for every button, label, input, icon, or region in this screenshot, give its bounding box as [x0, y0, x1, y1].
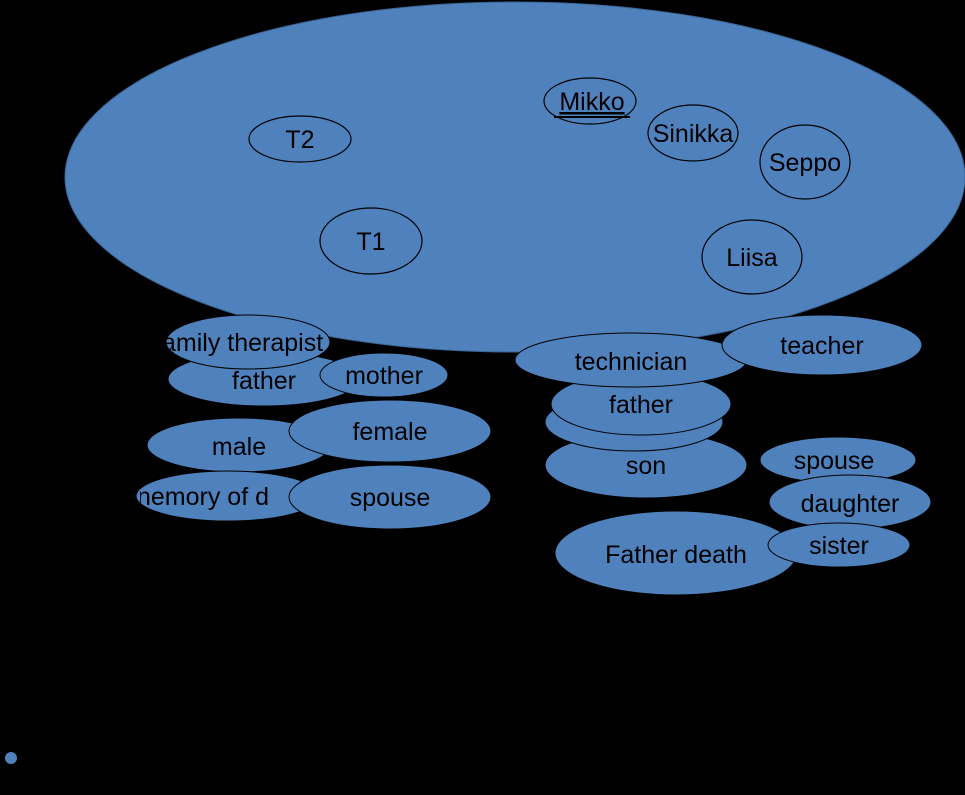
role-teacher: teacher — [721, 314, 923, 376]
role-male-label: male — [212, 433, 266, 461]
role-left-spouse-label: spouse — [350, 484, 431, 512]
role-technician-label: technician — [575, 348, 688, 376]
role-technician: technician — [514, 332, 748, 388]
role-left-father-label: father — [232, 367, 296, 395]
right-role-cluster: son father technician teacher Father dea… — [514, 314, 932, 596]
role-mother: mother — [319, 352, 449, 398]
person-t1-ellipse — [319, 207, 423, 275]
role-male: male — [146, 417, 332, 473]
role-female-ellipse — [288, 399, 492, 463]
role-father-death: Father death — [554, 510, 798, 596]
role-son-label: son — [626, 452, 666, 480]
role-daughter: daughter — [768, 474, 932, 530]
role-right-spouse-label: spouse — [794, 447, 875, 475]
person-mikko-ellipse — [543, 77, 637, 125]
role-sister-label: sister — [809, 532, 869, 560]
role-left-spouse: spouse — [288, 464, 492, 530]
role-right-father-label: father — [609, 391, 673, 419]
role-right-spouse: spouse — [759, 436, 917, 484]
role-family-therapist: amily therapist — [162, 314, 331, 370]
person-seppo-ellipse — [759, 124, 851, 200]
role-family-therapist-ellipse — [165, 314, 331, 370]
person-sinikka: Sinikka — [647, 104, 739, 162]
role-sister-ellipse — [767, 522, 911, 568]
role-memory-label: nemory of d — [137, 483, 269, 511]
role-sister: sister — [767, 522, 911, 568]
role-female: female — [288, 399, 492, 463]
bullet-dot — [5, 752, 17, 764]
person-liisa-label: Liisa — [726, 244, 778, 272]
system-ellipse — [64, 1, 965, 353]
person-liisa-ellipse — [701, 219, 803, 295]
role-family-therapist-label: amily therapist — [162, 329, 323, 357]
role-daughter-label: daughter — [801, 490, 900, 518]
person-t2: T2 — [248, 115, 352, 163]
role-mother-label: mother — [345, 362, 423, 390]
person-sinikka-label: Sinikka — [653, 120, 734, 148]
role-memory: nemory of d — [135, 470, 321, 522]
role-left-spouse-ellipse — [288, 464, 492, 530]
role-father-death-label: Father death — [605, 541, 747, 569]
person-t2-label: T2 — [285, 126, 314, 154]
role-right-father: father — [550, 372, 732, 436]
person-t1-label: T1 — [356, 228, 385, 256]
role-female-label: female — [352, 418, 427, 446]
person-seppo-label: Seppo — [769, 149, 841, 177]
left-role-cluster: father amily therapist mother male femal… — [135, 314, 492, 530]
person-mikko-label: Mikko — [559, 88, 624, 116]
role-teacher-label: teacher — [780, 332, 863, 360]
person-t1: T1 — [319, 207, 423, 275]
role-teacher-ellipse — [721, 314, 923, 376]
person-sinikka-ellipse — [647, 104, 739, 162]
person-seppo: Seppo — [759, 124, 851, 200]
person-t2-ellipse — [248, 115, 352, 163]
role-mother-ellipse — [319, 352, 449, 398]
person-liisa: Liisa — [701, 219, 803, 295]
person-mikko: Mikko — [543, 77, 637, 125]
